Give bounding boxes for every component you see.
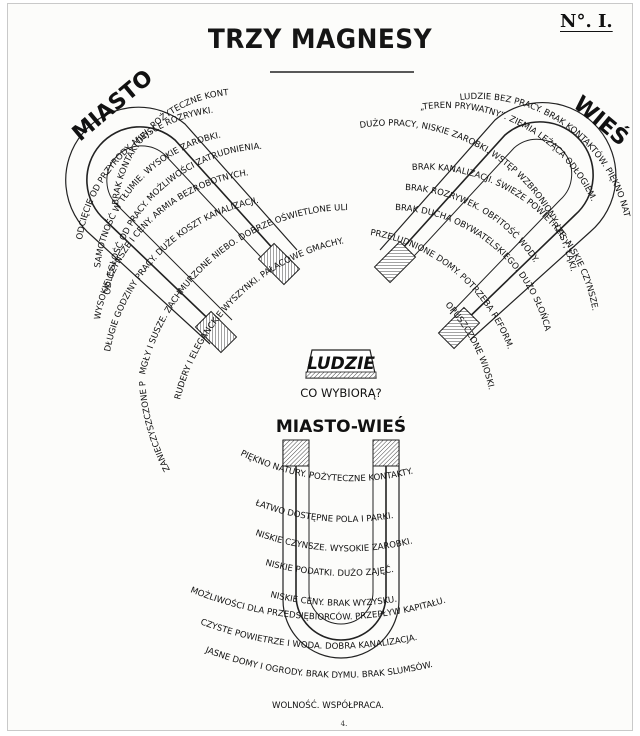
city-attribute: MGŁY I SUSZE. ZACHMURZONE NIEBO. DOBRZE …: [0, 0, 348, 376]
town-country-attribute: WOLNOŚĆ. WSPÓŁPRACA.: [272, 699, 384, 711]
page-mark: 4.: [341, 720, 348, 728]
city-attribute: DŁUGIE GODZINY PRACY. DUŻE KOSZT KANALIZ…: [103, 196, 259, 353]
town-country-magnet-pole: [282, 439, 310, 467]
town-country-attributes: PIĘKNO NATURY. POŻYTECZNE KONTAKTY. ŁATW…: [189, 449, 447, 711]
town-country-attribute: NISKIE CZYNSZE. WYSOKIE ZAROBKI.: [254, 528, 414, 554]
people-label: LUDZIE: [307, 354, 375, 374]
town-country-attribute: CZYSTE POWIETRZE I WODA. DOBRA KANALIZAC…: [199, 617, 418, 651]
people-badge: LUDZIE: [305, 349, 377, 379]
country-magnet: [379, 102, 617, 341]
page-title: TRZY MAGNESY: [207, 24, 433, 55]
city-attributes: BRAK KONTAKTÓW, POŻYTECZNE KONTAKTY. ODC…: [0, 0, 348, 473]
town-country-magnet-pole: [372, 439, 400, 467]
city-magnet-pole: [257, 242, 301, 286]
city-attribute: ZANIECZYSZCZONE POWIETRZE.: [0, 0, 173, 473]
plate-number: N°. I.: [560, 11, 613, 32]
town-country-label: MIASTO-WIEŚ: [276, 415, 406, 437]
choice-question: CO WYBIORĄ?: [300, 386, 381, 400]
city-magnet-pole: [194, 310, 238, 354]
country-label: WIEŚ: [568, 91, 633, 152]
town-country-attribute: NISKIE PODATKI. DUŻO ZAJĘĆ.: [264, 558, 394, 579]
country-magnet-pole: [373, 240, 417, 284]
town-country-magnet: [282, 440, 400, 659]
city-magnet: [65, 106, 298, 345]
country-attribute: BRAK KANALIZACJI. ŚWIEŻE POWIETRZE. NISK…: [412, 162, 600, 311]
town-country-attribute: NISKIE CENY. BRAK WYZYSKU.: [269, 590, 398, 609]
country-magnet-pole: [437, 306, 481, 350]
